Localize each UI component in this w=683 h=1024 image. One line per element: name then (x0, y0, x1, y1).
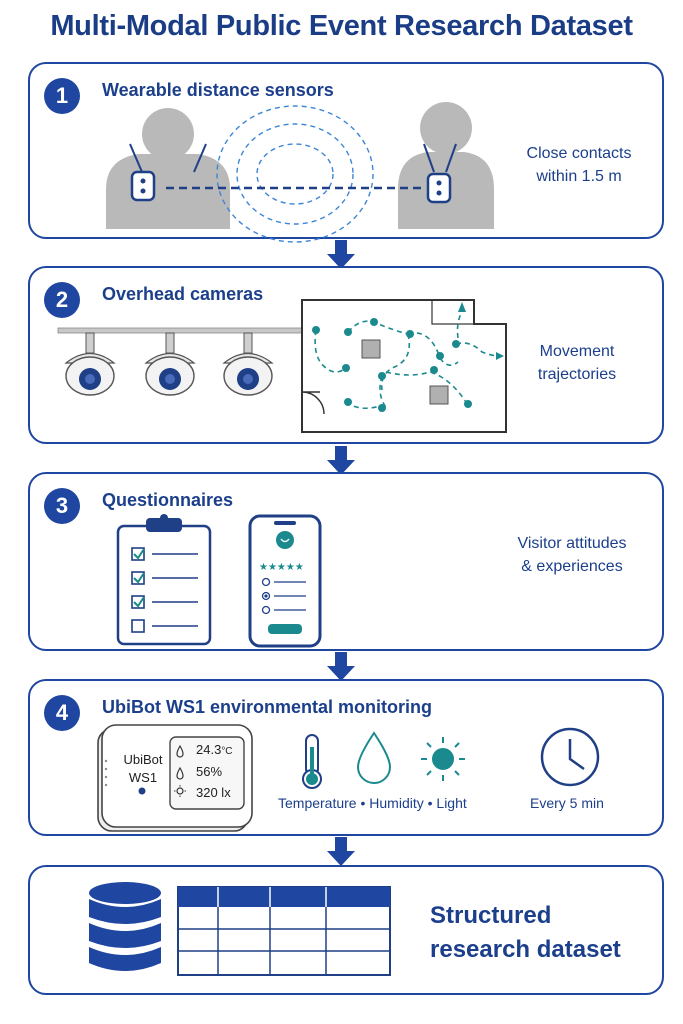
person-left-icon (106, 108, 230, 229)
arrow-down-icon (327, 446, 355, 475)
dataset-output-label: Structured research dataset (430, 902, 621, 963)
sensors-caption: Temperature • Humidity • Light (278, 795, 467, 811)
section-questionnaires: 3 Questionnaires ★★★★★ (28, 472, 664, 651)
device-name: UbiBot WS1 (123, 752, 163, 785)
section-heading: UbiBot WS1 environmental monitoring (102, 697, 433, 717)
section-heading: Questionnaires (102, 490, 234, 510)
clock-icon (540, 727, 600, 787)
section-structured-dataset: Structured research dataset (28, 865, 664, 995)
section-description: Close contacts within 1.5 m (526, 145, 632, 185)
section-environmental-monitoring: 4 UbiBot WS1 environmental monitoring (28, 679, 664, 836)
arrow-down-icon (327, 837, 355, 866)
signal-waves-icon (216, 105, 374, 243)
wearable-sensors-illustration (106, 102, 494, 243)
section-description: Movement trajectories (537, 343, 617, 383)
humidity-reading: 56% (196, 764, 223, 779)
arrow-down-icon (327, 652, 355, 681)
camera-rail-illustration (57, 299, 507, 433)
database-icon (89, 882, 161, 971)
section-heading: Overhead cameras (102, 284, 264, 304)
section-wearable-sensors: 1 Wearable distance sensors Cl (28, 62, 664, 243)
camera-icon (222, 332, 274, 396)
ubibot-device-illustration (97, 724, 600, 832)
arrow-down-icon (327, 240, 355, 269)
smartphone-survey-icon: ★★★★★ (248, 514, 322, 648)
floor-plan-map (301, 299, 507, 433)
person-right-icon (398, 102, 494, 229)
light-reading: 320 lx (196, 785, 231, 800)
step-badge-1: 1 (44, 78, 80, 114)
camera-icon (144, 332, 196, 396)
section-description: Visitor attitudes & experiences (517, 535, 627, 575)
questionnaire-illustration: ★★★★★ (116, 514, 322, 648)
temperature-reading: 24.3°C (196, 742, 233, 757)
section-heading: Wearable distance sensors (102, 80, 334, 100)
step-badge-3: 3 (44, 488, 80, 524)
svg-text:★★★★★: ★★★★★ (259, 562, 304, 573)
dataset-illustration (89, 882, 391, 976)
humidity-drop-icon (356, 731, 392, 784)
step-badge-4: 4 (44, 695, 80, 731)
clipboard-icon (116, 514, 212, 646)
data-table-icon (177, 886, 391, 976)
sun-light-icon (421, 737, 465, 781)
step-badge-2: 2 (44, 282, 80, 318)
section-overhead-cameras: 2 Overhead cameras (28, 266, 664, 444)
sampling-interval: Every 5 min (530, 795, 604, 811)
camera-icon (64, 332, 116, 396)
page-title: Multi-Modal Public Event Research Datase… (50, 10, 633, 42)
